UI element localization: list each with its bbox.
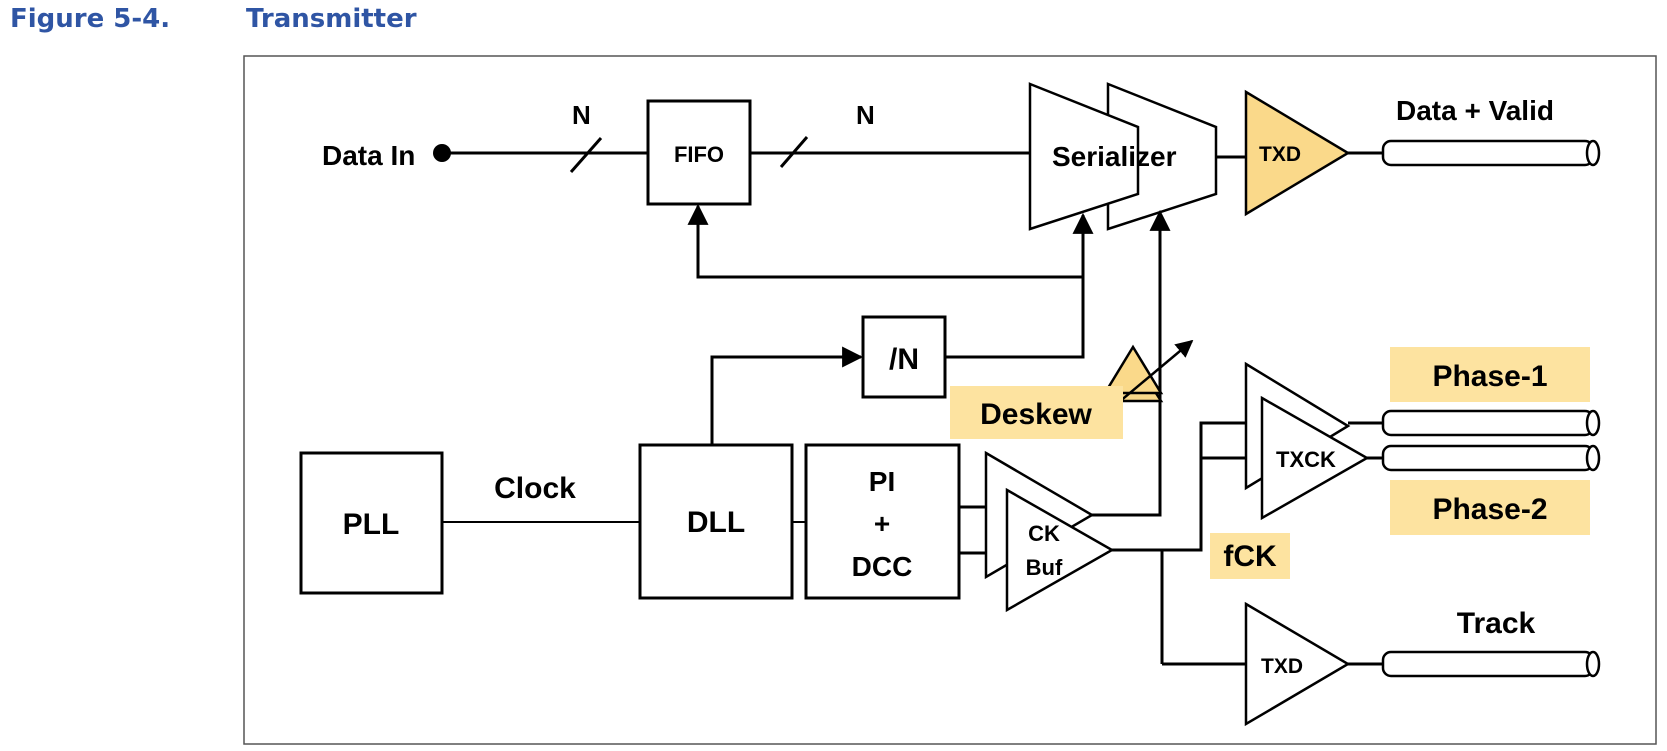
diagram-frame (243, 55, 1657, 745)
track-transmission-line (1381, 650, 1601, 678)
deskew-label: Deskew (980, 398, 1092, 431)
clock-label: Clock (494, 472, 576, 505)
track-label: Track (1457, 607, 1536, 640)
deskew-label-bg (950, 386, 1123, 439)
fifo-label: FIFO (674, 142, 724, 167)
bus-slash-2 (779, 136, 809, 168)
serializer-label: Serializer (1052, 141, 1177, 172)
pi-label: PI (869, 466, 895, 497)
txck-label: TXCK (1276, 447, 1336, 472)
dll-label: DLL (687, 506, 745, 539)
txd-track-label: TXD (1261, 655, 1303, 678)
phase1-label: Phase-1 (1432, 360, 1547, 393)
fck-label: fCK (1223, 540, 1277, 573)
phase2-label-bg (1390, 480, 1590, 535)
txck-front (1260, 395, 1370, 521)
figure-number: Figure 5-4. (10, 4, 171, 34)
fck-to-txck-upper-wire (1162, 421, 1246, 552)
serializer-front (1028, 82, 1140, 231)
bus-width-label-1: N (572, 100, 591, 130)
txd-data-label: TXD (1259, 143, 1301, 166)
dll-to-divider-wire (710, 346, 864, 445)
pi-dcc-block (804, 443, 961, 600)
txd-data-driver (1244, 89, 1351, 217)
pll-block (299, 451, 444, 595)
data-valid-label: Data + Valid (1396, 95, 1554, 126)
divider-label: /N (889, 343, 919, 376)
ckbuf-front (1005, 487, 1115, 613)
dcc-label: DCC (852, 551, 913, 582)
phase1-label-bg (1390, 347, 1590, 402)
phase2-transmission-line (1381, 444, 1601, 472)
txd-track-driver (1244, 601, 1351, 727)
ckbuf-label-2: Buf (1026, 555, 1063, 580)
fck-label-bg (1210, 533, 1290, 579)
dll-block (638, 443, 794, 600)
pi-plus-label: + (874, 508, 890, 539)
data-valid-transmission-line (1381, 139, 1601, 167)
ckbuf-label-1: CK (1028, 521, 1060, 546)
divider-to-serializer-wire (945, 212, 1094, 359)
phase2-label: Phase-2 (1432, 493, 1547, 526)
fifo-clock-wire (687, 203, 1083, 279)
pll-label: PLL (343, 508, 400, 541)
bus-width-label-2: N (856, 100, 875, 130)
data-in-label: Data In (322, 140, 415, 171)
ckbuf-to-serializer-wire (1092, 209, 1171, 517)
phase1-transmission-line (1381, 409, 1601, 437)
bus-slash-1 (569, 137, 603, 173)
figure-title: Transmitter (246, 4, 417, 34)
